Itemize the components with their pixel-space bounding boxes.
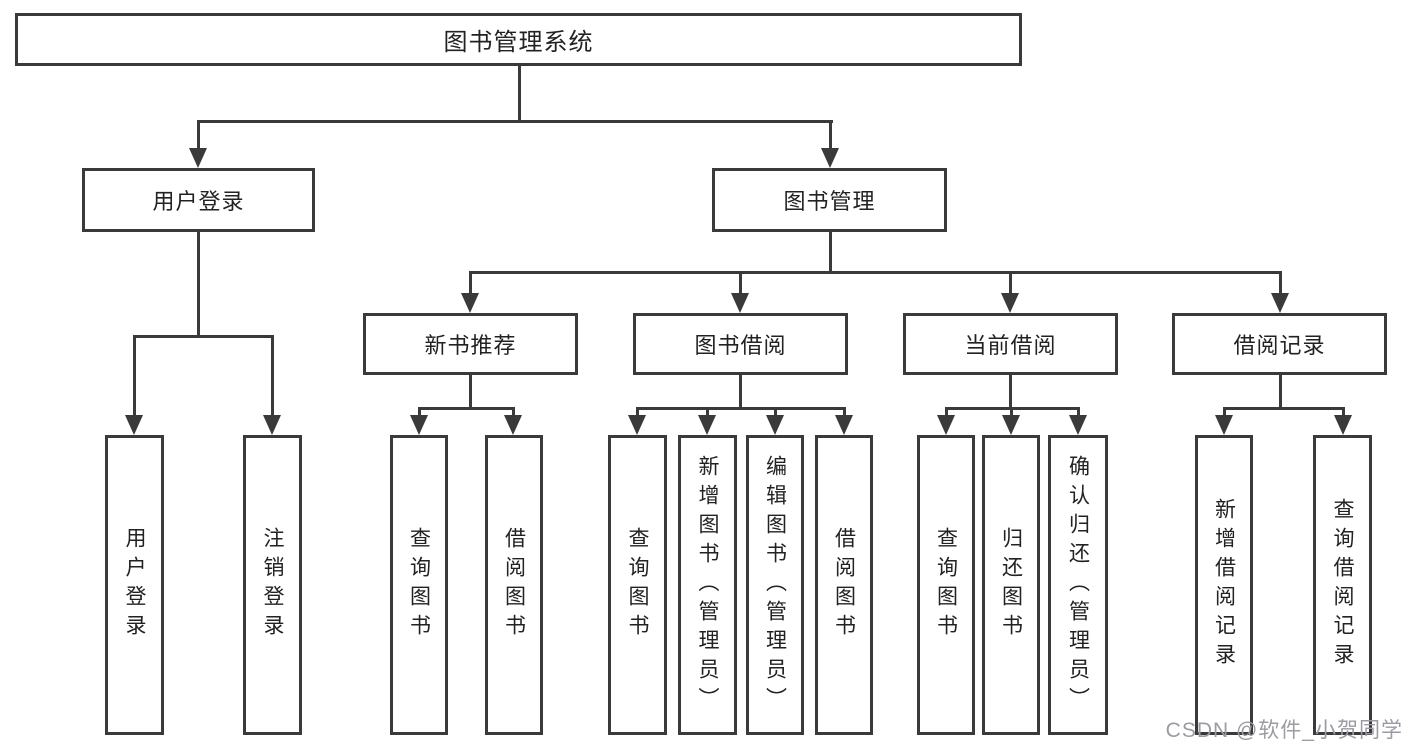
connector-line — [843, 407, 846, 419]
node-root: 图书管理系统 — [15, 13, 1022, 66]
leaf-edit-book-admin: 编辑图书（管理员） — [746, 435, 804, 735]
connector-line — [1009, 271, 1012, 297]
node-borrow-records: 借阅记录 — [1172, 313, 1387, 375]
connector-line — [469, 271, 472, 297]
leaf-user-login-label: 用户登录 — [123, 527, 146, 643]
connector-line — [774, 407, 777, 419]
arrow-down-icon — [937, 415, 955, 435]
csdn-watermark: CSDN @软件_小贺同学 — [1165, 719, 1403, 742]
connector-line — [706, 407, 709, 419]
arrow-down-icon — [1334, 415, 1352, 435]
leaf-confirm-return-admin-label: 确认归还（管理员） — [1066, 454, 1090, 716]
node-new-book-recommend: 新书推荐 — [363, 313, 578, 375]
connector-line — [739, 375, 742, 410]
connector-line — [829, 120, 832, 152]
node-book-management: 图书管理 — [712, 168, 947, 232]
arrow-down-icon — [1215, 415, 1233, 435]
arrow-down-icon — [263, 415, 281, 435]
node-current-borrow-label: 当前借阅 — [964, 333, 1057, 358]
node-root-label: 图书管理系统 — [443, 29, 594, 56]
leaf-confirm-return-admin: 确认归还（管理员） — [1048, 435, 1108, 735]
connector-line — [1010, 407, 1013, 419]
connector-line — [197, 120, 200, 152]
connector-line — [1342, 407, 1345, 419]
connector-line — [1009, 375, 1012, 410]
node-new-book-recommend-label: 新书推荐 — [424, 333, 517, 358]
arrow-down-icon — [125, 415, 143, 435]
arrow-down-icon — [835, 415, 853, 435]
arrow-down-icon — [189, 148, 207, 168]
arrow-down-icon — [504, 415, 522, 435]
arrow-down-icon — [821, 148, 839, 168]
connector-line — [829, 232, 832, 274]
arrow-down-icon — [1271, 293, 1289, 313]
connector-line — [197, 232, 200, 338]
leaf-edit-book-admin-label: 编辑图书（管理员） — [763, 454, 787, 716]
connector-line — [418, 407, 421, 419]
connector-line — [469, 375, 472, 410]
arrow-down-icon — [410, 415, 428, 435]
node-book-borrow: 图书借阅 — [633, 313, 848, 375]
leaf-query-book-recommend-label: 查询图书 — [407, 527, 431, 643]
node-book-management-label: 图书管理 — [783, 189, 876, 214]
arrow-down-icon — [731, 293, 749, 313]
leaf-query-book-current: 查询图书 — [917, 435, 975, 735]
connector-line — [271, 335, 274, 419]
connector-line — [945, 407, 948, 419]
arrow-down-icon — [1069, 415, 1087, 435]
connector-line — [636, 407, 845, 410]
leaf-user-login: 用户登录 — [105, 435, 164, 735]
leaf-logout: 注销登录 — [243, 435, 302, 735]
connector-line — [739, 271, 742, 297]
connector-line — [1279, 375, 1282, 410]
connector-line — [518, 66, 521, 123]
connector-line — [418, 407, 515, 410]
node-user-login-label: 用户登录 — [152, 189, 245, 214]
arrow-down-icon — [698, 415, 716, 435]
leaf-query-book-recommend: 查询图书 — [390, 435, 448, 735]
leaf-query-borrow-record-label: 查询借阅记录 — [1331, 498, 1354, 672]
leaf-borrow-book-label: 借阅图书 — [832, 527, 856, 643]
connector-line — [636, 407, 639, 419]
node-book-borrow-label: 图书借阅 — [694, 333, 787, 358]
arrow-down-icon — [1001, 293, 1019, 313]
arrow-down-icon — [766, 415, 784, 435]
connector-line — [197, 120, 833, 123]
leaf-return-book: 归还图书 — [982, 435, 1040, 735]
connector-line — [133, 335, 136, 419]
leaf-add-borrow-record: 新增借阅记录 — [1195, 435, 1253, 735]
leaf-borrow-book-recommend-label: 借阅图书 — [502, 527, 526, 643]
leaf-query-borrow-record: 查询借阅记录 — [1313, 435, 1372, 735]
connector-line — [1077, 407, 1080, 419]
connector-line — [469, 271, 1282, 274]
leaf-logout-label: 注销登录 — [261, 527, 284, 643]
leaf-query-book-borrow: 查询图书 — [608, 435, 667, 735]
leaf-add-book-admin-label: 新增图书（管理员） — [696, 454, 719, 716]
leaf-return-book-label: 归还图书 — [999, 527, 1023, 643]
connector-line — [1223, 407, 1344, 410]
leaf-borrow-book-recommend: 借阅图书 — [485, 435, 543, 735]
arrow-down-icon — [1002, 415, 1020, 435]
connector-line — [1223, 407, 1226, 419]
connector-line — [512, 407, 515, 419]
node-borrow-records-label: 借阅记录 — [1233, 333, 1326, 358]
connector-line — [1279, 271, 1282, 297]
leaf-borrow-book: 借阅图书 — [815, 435, 873, 735]
leaf-query-book-borrow-label: 查询图书 — [626, 527, 649, 643]
leaf-query-book-current-label: 查询图书 — [934, 527, 958, 643]
arrow-down-icon — [461, 293, 479, 313]
leaf-add-borrow-record-label: 新增借阅记录 — [1212, 498, 1236, 672]
connector-line — [133, 335, 274, 338]
node-user-login: 用户登录 — [82, 168, 315, 232]
leaf-add-book-admin: 新增图书（管理员） — [678, 435, 737, 735]
arrow-down-icon — [628, 415, 646, 435]
node-current-borrow: 当前借阅 — [903, 313, 1118, 375]
